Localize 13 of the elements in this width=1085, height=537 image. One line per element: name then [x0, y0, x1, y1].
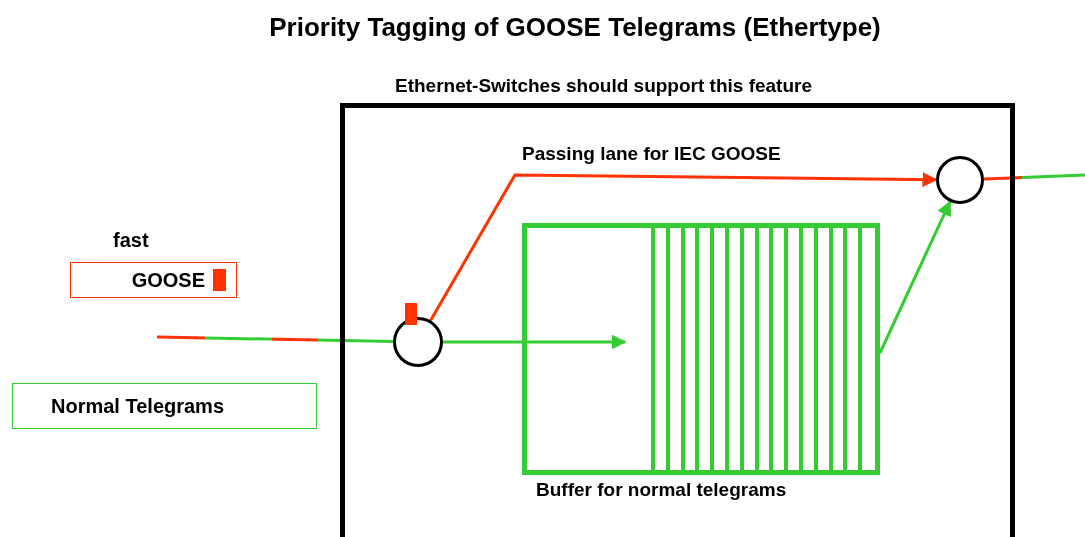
arrow: [429, 172, 938, 322]
signal-line: [156, 335, 394, 343]
signal-line: [983, 173, 1085, 181]
arrow: [443, 334, 627, 350]
buffer-caption: Buffer for normal telegrams: [536, 479, 787, 501]
diagram-title: Priority Tagging of GOOSE Telegrams (Ethertype): [268, 12, 882, 43]
telegram-label: GOOSE: [131, 268, 205, 292]
frame-heading: Ethernet-Switches should support this feature: [395, 75, 812, 97]
arrow: [878, 200, 952, 354]
junction-circle: [936, 156, 984, 204]
speed-label: fast: [113, 229, 149, 252]
telegram-box: [12, 383, 317, 429]
telegram-label: Normal Telegrams: [51, 394, 225, 418]
